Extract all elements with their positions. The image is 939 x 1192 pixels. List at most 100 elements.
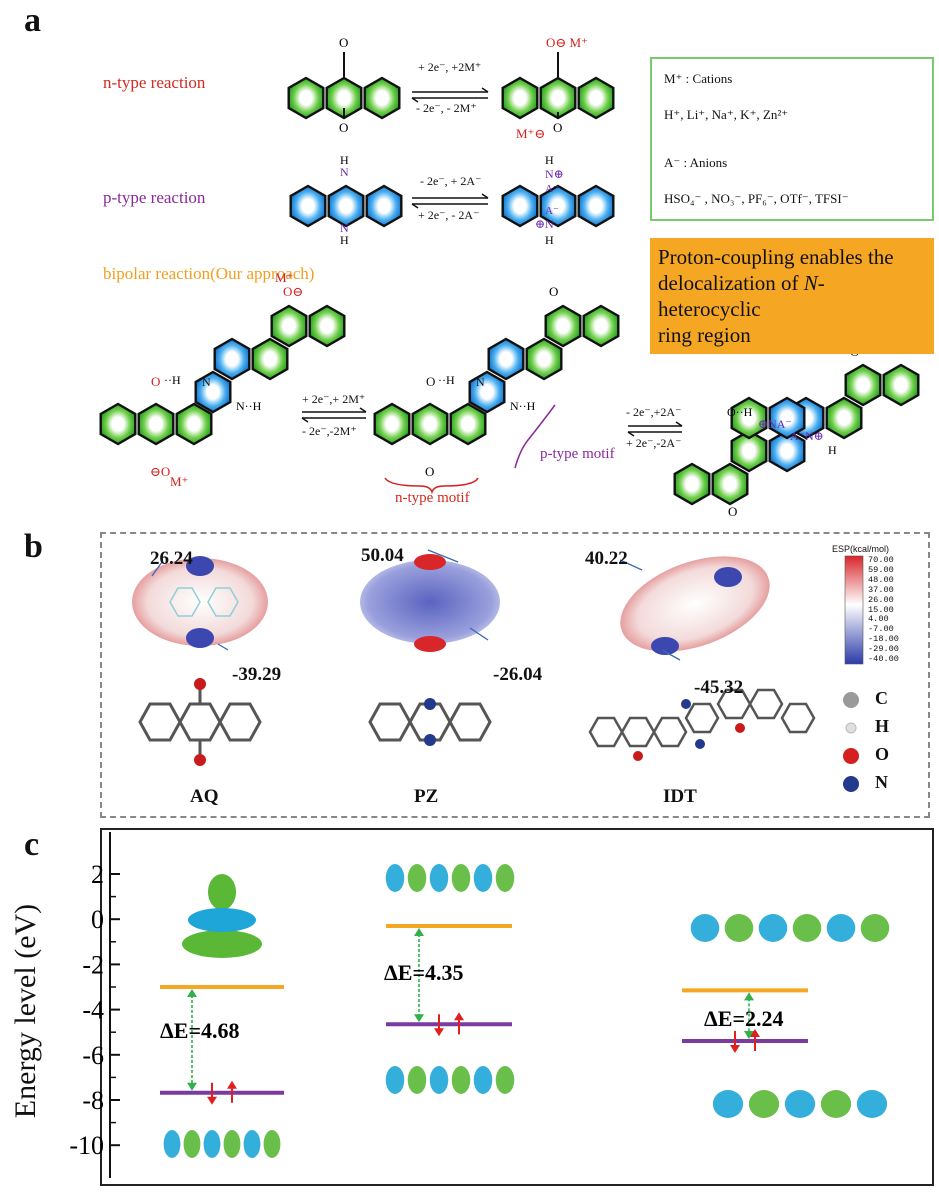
y-tick-label: -2 [82, 950, 104, 979]
svg-text:O⊖ M⁺: O⊖ M⁺ [546, 35, 588, 50]
idt-nitrogen-2 [695, 739, 705, 749]
y-tick-label: -4 [82, 996, 104, 1025]
panel-c-letter: c [24, 826, 40, 863]
svg-text:H: H [340, 233, 349, 247]
idt-oxygen-1 [633, 751, 643, 761]
esp-panel [100, 532, 930, 818]
idt-nitrogen-1 [681, 699, 691, 709]
svg-text:O: O [728, 504, 737, 519]
svg-text:N: N [340, 221, 349, 235]
svg-text:M⁺: M⁺ [275, 270, 293, 285]
svg-text:N: N [340, 165, 349, 179]
panel-a-letter: a [24, 2, 41, 39]
idt-max-value: 40.22 [585, 548, 628, 569]
esp-tick-label: 70.00 [868, 555, 894, 565]
pz-min-value: -26.04 [493, 664, 543, 685]
n-fwd-label: + 2e⁻, +2M⁺ [418, 60, 482, 74]
hydrogen-ball [845, 722, 857, 734]
orbital-lobe [407, 1066, 427, 1094]
svg-text:O: O [339, 120, 348, 135]
p-motif-label: p-type motif [540, 446, 615, 462]
esp-title: ESP(kcal/mol) [832, 544, 890, 554]
carbon-ball [843, 692, 859, 708]
gap-arrow-head-down-0 [187, 1082, 197, 1091]
svg-text:M⁺: M⁺ [170, 474, 188, 489]
esp-tick-label: -7.00 [868, 624, 894, 635]
esp-maps [132, 549, 864, 792]
svg-text:O: O [549, 284, 558, 299]
gap-arrow-head-up-2 [744, 992, 754, 1001]
svg-text:⊕NA⁻: ⊕NA⁻ [758, 417, 792, 431]
orbital-lobe [724, 914, 754, 942]
gap-label-2: ΔE=2.24 [704, 1006, 784, 1031]
orbital-lobe [826, 914, 856, 942]
orbital-lobe [473, 864, 493, 892]
gap-label-1: ΔE=4.35 [384, 960, 464, 985]
svg-text:A⁻: A⁻ [545, 205, 559, 217]
orbital-lobe [429, 1066, 449, 1094]
aq-esp-surface [132, 556, 268, 648]
atom-H-label: H [875, 716, 890, 736]
spin-up-head-2 [750, 1029, 760, 1038]
note-line-2: delocalization of N-heterocyclic [658, 271, 825, 321]
b2-rev-label: + 2e⁻,-2A⁻ [626, 436, 682, 450]
svg-text:⊖O: ⊖O [150, 464, 170, 479]
ion-legend-box: M⁺ : Cations H⁺, Li⁺, Na⁺, K⁺, Zn²⁺ A⁻ :… [650, 57, 934, 221]
p-fwd-label: - 2e⁻, + 2A⁻ [420, 174, 482, 188]
orbital-lobe [188, 908, 256, 932]
svg-text:O: O [339, 35, 348, 50]
gap-arrow-head-up-0 [187, 989, 197, 997]
esp-tick-label: 15.00 [868, 604, 894, 615]
orbital-lobe [748, 1090, 780, 1118]
orbital-lobe [183, 1130, 201, 1158]
spin-up-head-1 [454, 1012, 464, 1021]
svg-text:O: O [553, 120, 562, 135]
svg-text:··H: ··H [164, 373, 181, 387]
svg-text:⊕N: ⊕N [535, 217, 554, 231]
svg-text:M⁺⊖: M⁺⊖ [516, 126, 545, 141]
n-motif-label: n-type motif [395, 490, 470, 506]
aq-name: AQ [190, 786, 219, 807]
orbital-lobe [223, 1130, 241, 1158]
orbital-lobe [758, 914, 788, 942]
orbital-lobe [407, 864, 427, 892]
nitrogen-ball [843, 776, 859, 792]
bipolar-label: bipolar reaction(Our approach) [103, 264, 315, 283]
aq-oxygen-top [194, 678, 206, 690]
cations-title: M⁺ : Cations [664, 71, 733, 86]
svg-text:N··H: N··H [510, 399, 536, 413]
orbital-lobe [208, 874, 236, 910]
orbital-lobe [429, 864, 449, 892]
cations-list: H⁺, Li⁺, Na⁺, K⁺, Zn²⁺ [664, 107, 789, 122]
n-equilibrium-arrow [411, 87, 489, 103]
svg-text:H: H [545, 233, 554, 247]
anthraquinone-left [287, 52, 401, 120]
pz-max-value: 50.04 [361, 545, 404, 566]
esp-pointer-arrows [151, 549, 681, 661]
p-type-label: p-type reaction [103, 188, 206, 207]
svg-text:O: O [151, 374, 160, 389]
note-line-3: ring region [658, 323, 751, 347]
gap-label-0: ΔE=4.68 [160, 1018, 240, 1043]
atom-C-label: C [875, 688, 888, 708]
idt-neutral [373, 304, 620, 446]
y-tick-label: -8 [82, 1086, 104, 1115]
aq-ball-stick [138, 686, 262, 758]
bipolar-arrow-1 [301, 407, 367, 423]
energy-ylabel: Energy level (eV) [9, 903, 42, 1119]
svg-text:O: O [425, 464, 434, 479]
svg-text:O: O [426, 374, 435, 389]
gap-arrow-head-up-1 [414, 927, 424, 936]
spin-down-head-2 [730, 1045, 740, 1054]
gap-arrow-head-down-1 [414, 1014, 424, 1023]
orbital-lobe [784, 1090, 816, 1118]
orbital-lobe [792, 914, 822, 942]
orbital-lobe [473, 1066, 493, 1094]
orbital-lobe [860, 914, 890, 942]
idt-ball-stick [588, 688, 816, 748]
svg-text:H: H [828, 443, 837, 457]
svg-text:H: H [340, 153, 349, 167]
spin-down-head-0 [207, 1096, 217, 1105]
orbital-lobe [712, 1090, 744, 1118]
atom-N-label: N [875, 772, 888, 792]
